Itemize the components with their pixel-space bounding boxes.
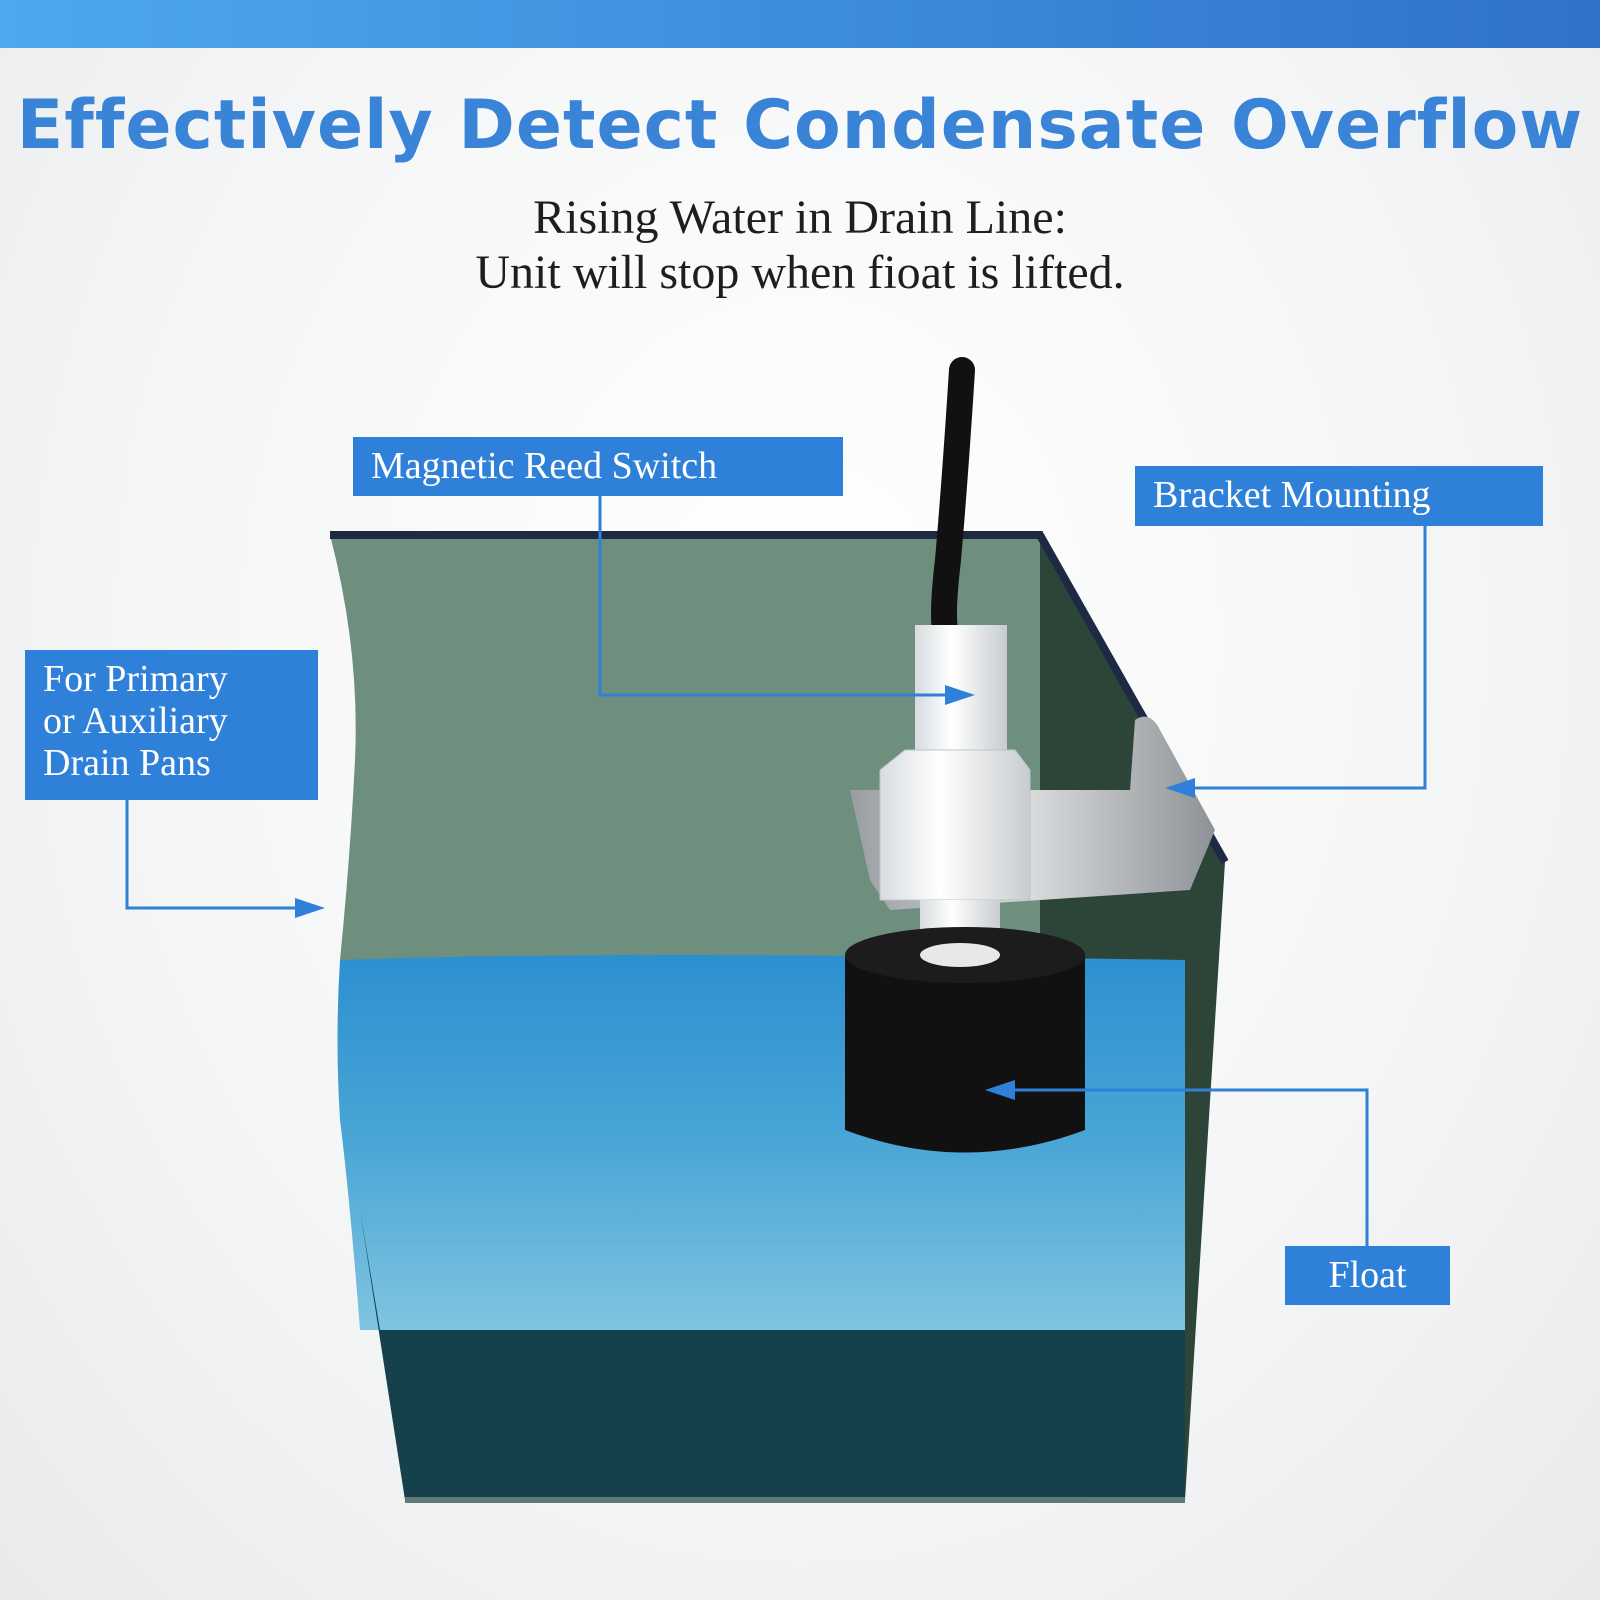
- arrow-icons: [295, 685, 1195, 1100]
- drain-pan: [330, 531, 1229, 1503]
- drain-pans-line-2: or Auxiliary: [43, 700, 228, 742]
- subtitle-line-1: Rising Water in Drain Line:: [533, 191, 1067, 244]
- drain-pans-label: For Primary or Auxiliary Drain Pans: [25, 650, 318, 800]
- arrow-right-icon: [295, 898, 325, 918]
- float-switch: [845, 357, 1215, 1153]
- top-banner: [0, 0, 1600, 48]
- drain-pans-line-3: Drain Pans: [43, 742, 211, 784]
- page-title: Effectively Detect Condensate Overflow: [16, 86, 1584, 165]
- reed-switch-label: Magnetic Reed Switch: [353, 437, 843, 496]
- arrow-right-icon: [945, 685, 975, 705]
- float-label: Float: [1285, 1246, 1450, 1305]
- callout-lines: [125, 496, 1427, 1246]
- arrow-left-icon: [985, 1080, 1015, 1100]
- drain-pans-line-1: For Primary: [43, 658, 228, 700]
- cable: [931, 357, 975, 643]
- arrow-left-icon: [1165, 778, 1195, 798]
- subtitle-line-2: Unit will stop when fioat is lifted.: [475, 246, 1125, 299]
- bracket-mounting-label: Bracket Mounting: [1135, 466, 1543, 526]
